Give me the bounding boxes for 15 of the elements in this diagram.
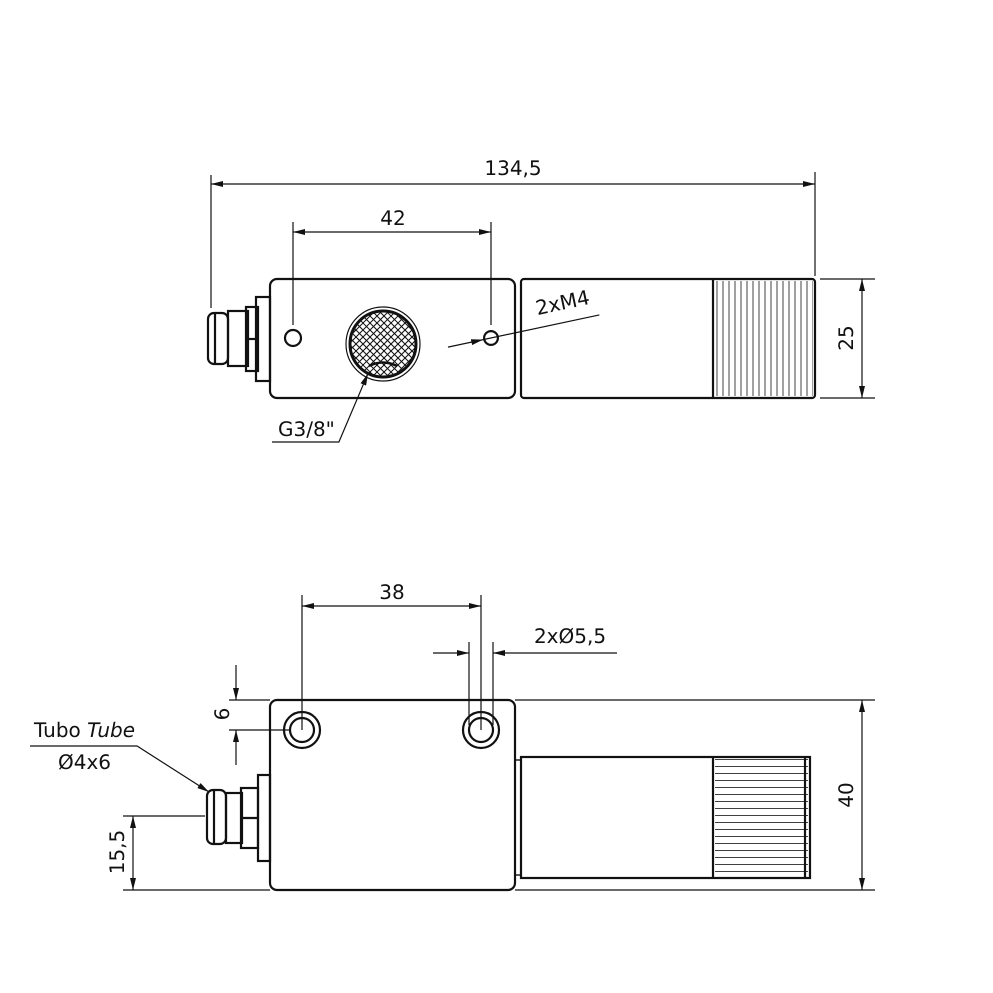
dimension-label: 134,5	[484, 158, 542, 178]
leader-line	[30, 745, 210, 792]
callout-text: 2xM4	[534, 287, 592, 318]
dimension-label: 15,5	[107, 830, 127, 874]
dimension-label: 2xØ5,5	[534, 626, 606, 646]
callout-text: Ø4x6	[57, 752, 112, 772]
dimension-label: 40	[836, 782, 856, 808]
callout-text: Tubo Tube	[34, 720, 136, 740]
dimension-label: 25	[836, 325, 856, 351]
dimension-label: 42	[380, 208, 406, 228]
dimension-label: 38	[379, 582, 405, 602]
leader-line	[272, 373, 369, 443]
leader-line	[447, 314, 600, 348]
callout-text: G3/8"	[278, 419, 335, 439]
dimension-label: 6	[212, 708, 232, 720]
